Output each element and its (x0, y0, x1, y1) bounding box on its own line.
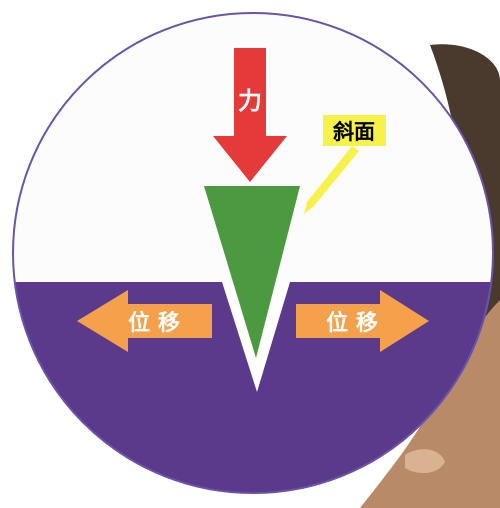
displacement-arrow-left-icon: 位 移 (77, 290, 212, 352)
incline-callout: 斜面 (304, 115, 386, 214)
displacement-right-label: 位 移 (326, 310, 378, 336)
force-label: 力 (238, 87, 262, 115)
incline-label-box (323, 115, 386, 146)
force-arrow-icon: 力 (213, 48, 287, 182)
displacement-arrow-right-shape (296, 290, 429, 352)
fingernail (405, 449, 445, 474)
displacement-left-label: 位 移 (128, 310, 180, 336)
force-arrow-shape (213, 48, 287, 182)
displacement-arrow-left-shape (77, 290, 212, 352)
wedge (204, 186, 300, 358)
displacement-arrow-right-icon: 位 移 (296, 290, 429, 352)
incline-label: 斜面 (332, 120, 375, 144)
disc-outline (12, 12, 494, 494)
callout-arrow-icon (304, 146, 359, 214)
